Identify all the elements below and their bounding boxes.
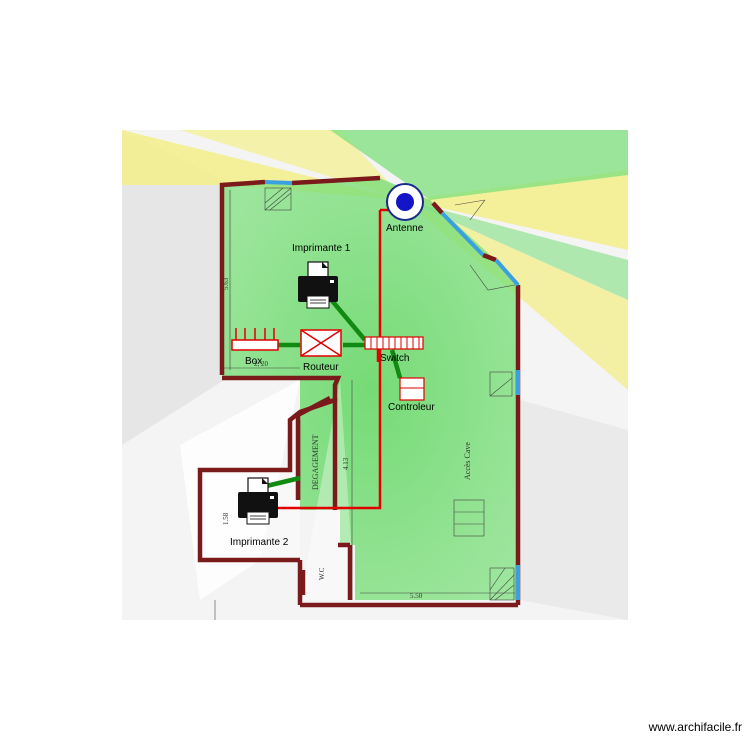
sketch-text: 2, 20 5.63 5.50 DEGAGEMENT 4.13 Accès Ca…	[222, 277, 472, 600]
shadow-wedge-right	[520, 400, 628, 620]
printer-icon[interactable]	[238, 477, 278, 525]
coverage-beam-right	[405, 200, 628, 300]
sketch-corridor-dim: 4.13	[342, 457, 350, 470]
cable-red	[275, 210, 382, 510]
coverage-top-band	[330, 130, 628, 200]
controller-device[interactable]	[399, 377, 425, 401]
windows	[264, 180, 520, 600]
router-label: Routeur	[303, 362, 339, 373]
router-device[interactable]	[300, 329, 342, 357]
walls	[197, 175, 521, 608]
switch-device[interactable]	[364, 336, 424, 350]
sketch-cave: Accès Cave	[463, 442, 472, 480]
antenna-device[interactable]	[386, 183, 424, 221]
switch-label: Switch	[380, 353, 410, 364]
shadow-wedge-lower-left	[180, 380, 300, 600]
sketch-small-dim: 1.58	[222, 512, 230, 525]
sketch-corridor: DEGAGEMENT	[311, 434, 320, 490]
sketch-dim-left: 5.63	[222, 277, 230, 290]
printer2-label: Imprimante 2	[230, 537, 289, 548]
sketch-wc: W.C	[318, 567, 326, 580]
sketch-dim-top: 2, 20	[254, 360, 269, 368]
box-device[interactable]	[231, 328, 279, 351]
watermark[interactable]: www.archifacile.fr	[648, 720, 742, 734]
shadow-wedge-left	[122, 130, 232, 445]
printer1-label: Imprimante 1	[292, 243, 351, 254]
printer-icon[interactable]	[298, 261, 338, 309]
box-label: Box	[245, 356, 263, 367]
signal-beam-right	[405, 170, 628, 250]
sketch-details	[214, 187, 516, 620]
antenna-label: Antenne	[386, 223, 424, 234]
coverage-main	[222, 178, 520, 600]
controller-label: Controleur	[388, 402, 435, 413]
sketch-dim-bottom: 5.50	[410, 592, 423, 600]
